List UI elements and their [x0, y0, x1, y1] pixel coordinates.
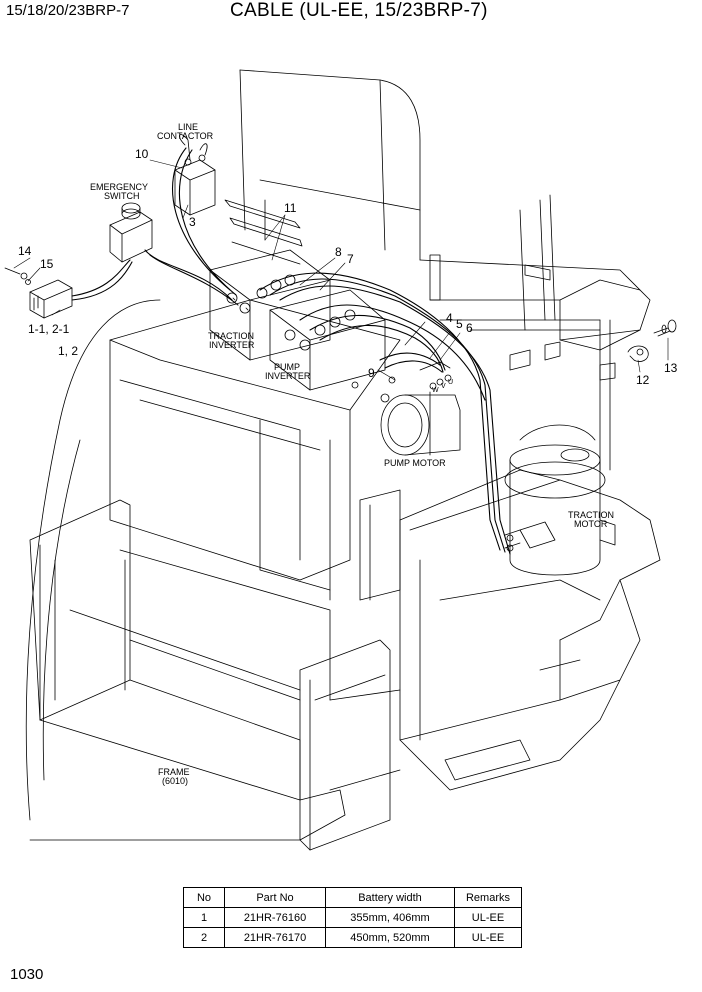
col-battery-width: Battery width: [325, 887, 455, 908]
emergency-switch-label-2: SWITCH: [104, 191, 140, 201]
model-header: 15/18/20/23BRP-7: [6, 2, 130, 19]
cell-part-no: 21HR-76170: [224, 927, 326, 948]
traction-motor-label-2: MOTOR: [574, 519, 608, 529]
page-number: 1030: [10, 966, 44, 983]
callout-14: 14: [18, 244, 32, 258]
terminal-w-label: W: [432, 387, 439, 394]
cell-no: 2: [183, 927, 225, 948]
cable-bundle: [71, 147, 511, 555]
callout-8: 8: [335, 245, 342, 259]
callout-11: 11: [284, 201, 297, 215]
parts-table: No Part No Battery width Remarks 1 21HR-…: [183, 887, 522, 948]
cable-clamp-drawing: [627, 345, 649, 362]
col-no: No: [183, 887, 225, 908]
frame-drawing: [25, 69, 661, 851]
callout-15: 15: [40, 257, 54, 271]
pump-inverter-label-2: INVERTER: [265, 371, 311, 381]
connector-drawing: [4, 267, 73, 319]
bolt-drawing: [653, 319, 677, 337]
callout-5: 5: [456, 317, 463, 331]
callout-9: 9: [368, 366, 375, 380]
cell-battery-width: 450mm, 520mm: [325, 927, 455, 948]
traction-motor-drawing: [504, 424, 616, 576]
emergency-switch-label-1: EMERGENCY: [90, 182, 148, 192]
traction-inverter-label-1: TRACTION: [208, 331, 254, 341]
traction-inverter-label-2: INVERTER: [209, 340, 255, 350]
cell-remarks: UL-EE: [454, 907, 522, 928]
col-part-no: Part No: [224, 887, 326, 908]
callout-12: 12: [636, 373, 650, 387]
parts-table-header: No Part No Battery width Remarks: [183, 887, 522, 908]
emergency-switch-drawing: [109, 202, 153, 263]
col-remarks: Remarks: [454, 887, 522, 908]
cell-part-no: 21HR-76160: [224, 907, 326, 928]
frame-label-2: (6010): [162, 776, 188, 786]
line-contactor-label-2: CONTACTOR: [157, 131, 214, 141]
callout-1-1-2-1: 1-1, 2-1: [28, 322, 70, 336]
cable-diagram: LINE CONTACTOR EMERGENCY SWITCH TRACTION…: [4, 69, 678, 851]
terminal-v-label: V: [441, 383, 446, 390]
table-row: 2 21HR-76170 450mm, 520mm UL-EE: [183, 927, 522, 948]
traction-motor-label-1: TRACTION: [568, 510, 614, 520]
page-title: CABLE (UL-EE, 15/23BRP-7): [230, 0, 488, 21]
callout-6: 6: [466, 321, 473, 335]
callout-3: 3: [189, 215, 196, 229]
callout-1-2: 1, 2: [58, 344, 78, 358]
traction-inverter-drawing: [209, 249, 331, 361]
frame-label-1: FRAME: [158, 767, 190, 777]
terminal-u-label: U: [448, 379, 453, 386]
leader-lines: [13, 159, 669, 381]
cell-battery-width: 355mm, 406mm: [325, 907, 455, 928]
cell-remarks: UL-EE: [454, 927, 522, 948]
callout-10: 10: [135, 147, 149, 161]
callout-4: 4: [446, 311, 453, 325]
line-contactor-drawing: [174, 134, 216, 216]
pump-inverter-label-1: PUMP: [274, 362, 300, 372]
bus-bar-drawing: [224, 199, 303, 265]
callout-13: 13: [664, 361, 678, 375]
cell-no: 1: [183, 907, 225, 928]
line-contactor-label-1: LINE: [178, 122, 198, 132]
callout-7: 7: [347, 252, 354, 266]
pump-motor-label: PUMP MOTOR: [384, 458, 446, 468]
table-row: 1 21HR-76160 355mm, 406mm UL-EE: [183, 907, 522, 928]
pump-motor-drawing: [351, 361, 461, 456]
